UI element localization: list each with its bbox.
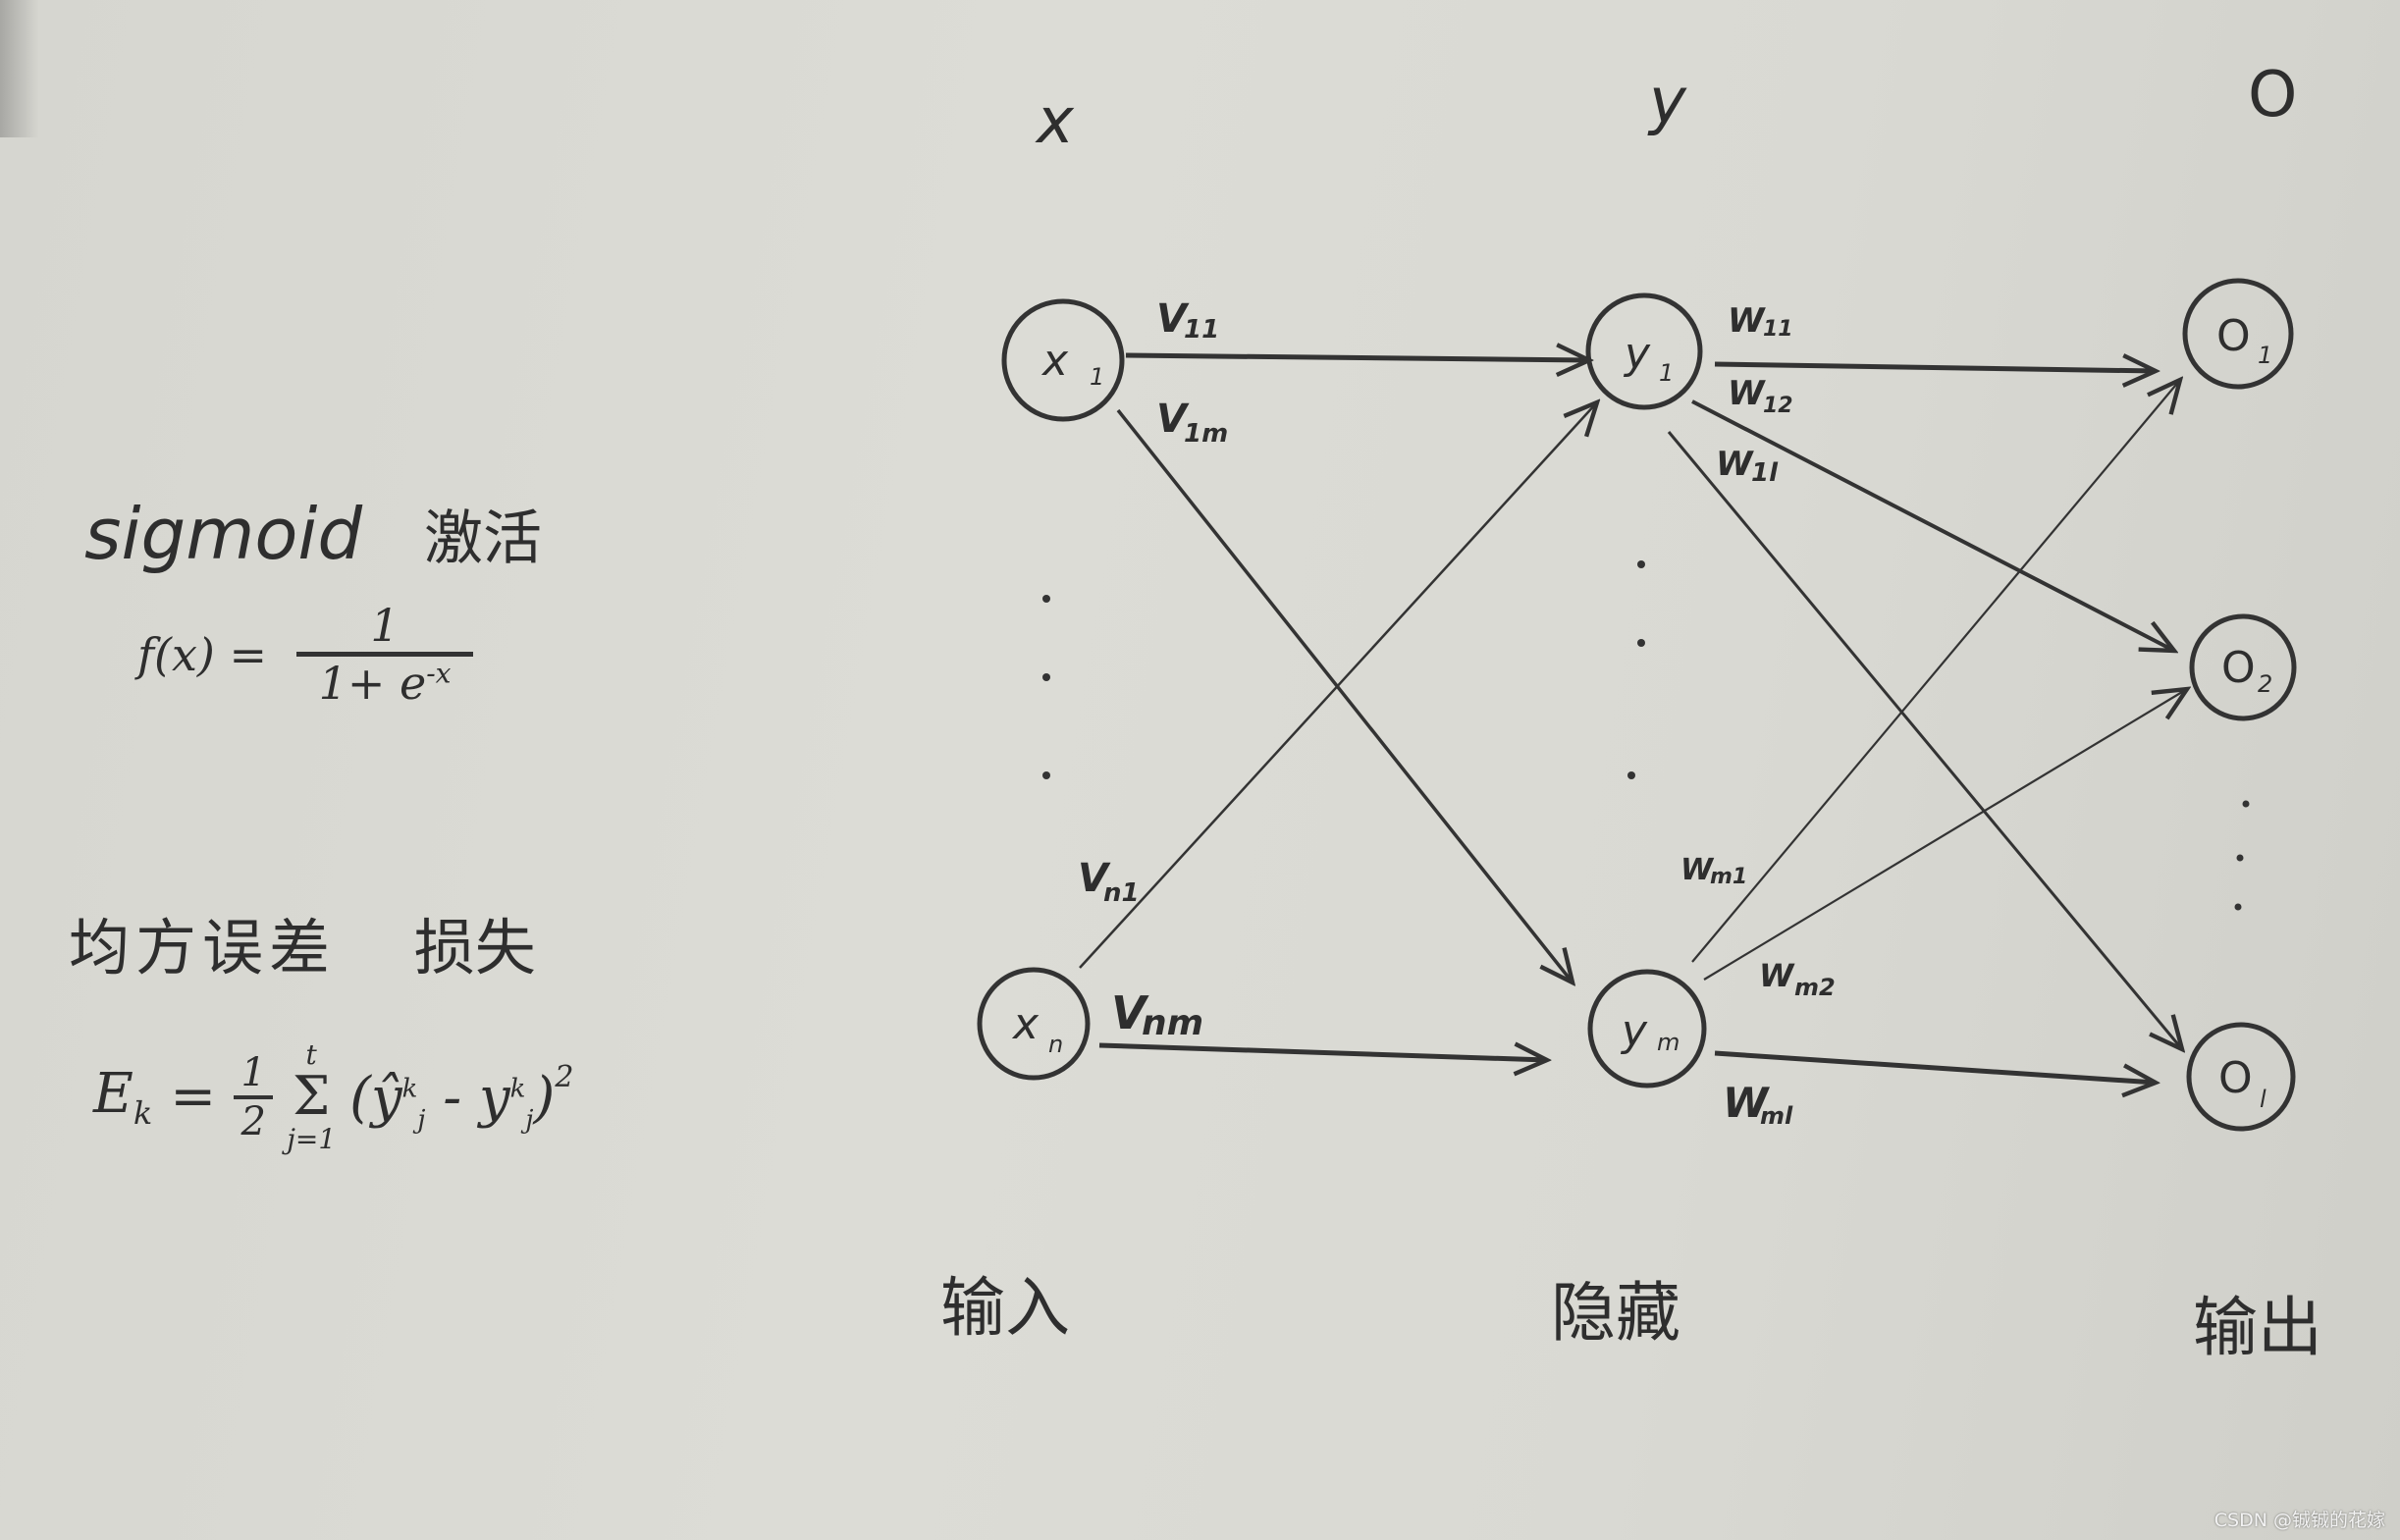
svg-text:1: 1 xyxy=(1090,363,1104,391)
edge-ym-ol xyxy=(1714,1050,2156,1083)
svg-text:1m: 1m xyxy=(1184,419,1228,449)
label-v1m: V1m xyxy=(1156,397,1228,449)
node-y1: y 1 xyxy=(1585,292,1703,410)
svg-text:V: V xyxy=(1156,296,1190,342)
mse-formula: Ek = 1 2 t Σ j=1 (ŷkj - ykj)2 xyxy=(93,1038,574,1156)
svg-text:W: W xyxy=(1716,445,1754,484)
svg-text:O: O xyxy=(2221,643,2256,693)
mse-label: 均方误差 xyxy=(69,912,337,983)
svg-text:nm: nm xyxy=(1142,1003,1203,1043)
edge-xn-ym xyxy=(1098,1045,1547,1060)
photo-edge-shadow xyxy=(0,0,39,137)
mse-title: 均方误差 损失 xyxy=(69,898,536,986)
input-layer-name: 输入 xyxy=(940,1270,1070,1346)
edge-xn-y1 xyxy=(1079,402,1597,969)
edge-ym-o2 xyxy=(1703,689,2187,981)
svg-text:O: O xyxy=(2218,1053,2253,1103)
svg-text:1: 1 xyxy=(1659,359,1674,387)
svg-text:2: 2 xyxy=(2258,670,2272,698)
mse-eq: = xyxy=(170,1065,217,1130)
sigmoid-fraction: 1 1+ e-x xyxy=(296,599,474,710)
svg-text:m2: m2 xyxy=(1794,974,1836,1001)
svg-text:x: x xyxy=(1040,336,1069,386)
svg-text:11: 11 xyxy=(1763,317,1793,342)
edge-y1-o2 xyxy=(1691,399,2174,651)
node-ym: y m xyxy=(1587,969,1707,1089)
loss-label: 损失 xyxy=(413,912,536,983)
svg-text:W: W xyxy=(1680,853,1715,887)
output-ellipsis xyxy=(2234,800,2250,911)
hidden-ellipsis xyxy=(1627,560,1645,779)
edge-y1-o1 xyxy=(1714,364,2156,371)
svg-text:1l: 1l xyxy=(1751,458,1779,488)
fraction-bar xyxy=(296,652,474,657)
svg-text:W: W xyxy=(1723,1079,1771,1127)
label-vn1: Vn1 xyxy=(1078,856,1140,908)
svg-text:12: 12 xyxy=(1763,394,1793,418)
label-wml: Wml xyxy=(1723,1079,1793,1130)
svg-text:m1: m1 xyxy=(1710,865,1747,889)
svg-text:m: m xyxy=(1657,1029,1680,1056)
output-layer-letter: O xyxy=(2248,59,2297,132)
edge-y1-ol xyxy=(1667,431,2182,1049)
activation-label: 激活 xyxy=(424,504,543,573)
hidden-layer-letter: y xyxy=(1647,66,1687,138)
svg-text:V: V xyxy=(1078,856,1111,901)
svg-text:W: W xyxy=(1728,374,1766,413)
input-ellipsis xyxy=(1042,595,1050,779)
svg-text:l: l xyxy=(2260,1086,2267,1113)
edge-x1-y1 xyxy=(1125,355,1589,360)
svg-text:W: W xyxy=(1728,301,1766,341)
label-w1l: W1l xyxy=(1716,445,1779,488)
sigmoid-lhs: f(x) = xyxy=(137,627,268,681)
sigmoid-title: sigmoid 激活 xyxy=(84,491,542,576)
watermark: CSDN @铖铖的花嫁 xyxy=(2213,1510,2385,1531)
sigmoid-formula: f(x) = 1 1+ e-x xyxy=(137,599,474,710)
sigmoid-exponent: -x xyxy=(426,657,452,690)
label-v11: V11 xyxy=(1156,296,1219,345)
sigmoid-label: sigmoid xyxy=(84,493,363,575)
sigmoid-numerator: 1 xyxy=(370,599,400,652)
label-wm1: Wm1 xyxy=(1680,853,1747,889)
node-o2: O 2 xyxy=(2189,613,2297,721)
svg-text:x: x xyxy=(1011,999,1040,1049)
svg-text:11: 11 xyxy=(1184,315,1219,345)
label-w12: W12 xyxy=(1728,374,1793,418)
svg-text:n: n xyxy=(1048,1031,1063,1058)
mse-half: 1 2 xyxy=(234,1050,274,1144)
node-xn: x n xyxy=(977,967,1091,1081)
node-ol: O l xyxy=(2186,1022,2296,1132)
svg-text:1: 1 xyxy=(2258,342,2272,369)
svg-text:V: V xyxy=(1111,986,1149,1039)
label-vnm: Vnm xyxy=(1111,986,1203,1043)
node-o1: O 1 xyxy=(2182,278,2294,390)
hidden-layer-name: 隐藏 xyxy=(1551,1275,1680,1351)
edge-x1-ym xyxy=(1116,408,1573,982)
mse-sum: t Σ j=1 xyxy=(287,1038,337,1156)
edge-ym-o1 xyxy=(1691,380,2180,963)
svg-text:O: O xyxy=(2216,311,2251,361)
svg-text:y: y xyxy=(1620,1006,1648,1056)
input-layer-letter: x xyxy=(1035,85,1075,158)
mse-lhs: Ek xyxy=(93,1062,153,1133)
svg-text:y: y xyxy=(1623,329,1651,379)
svg-text:W: W xyxy=(1759,957,1795,994)
output-layer-name: 输出 xyxy=(2193,1290,2322,1365)
svg-text:n1: n1 xyxy=(1103,878,1140,908)
label-w11: W11 xyxy=(1728,301,1793,342)
sigmoid-denominator: 1+ e-x xyxy=(318,657,452,710)
svg-text:V: V xyxy=(1156,397,1190,442)
svg-text:ml: ml xyxy=(1760,1102,1793,1130)
mse-term: (ŷkj - ykj)2 xyxy=(349,1059,574,1135)
node-x1: x 1 xyxy=(1001,298,1125,422)
